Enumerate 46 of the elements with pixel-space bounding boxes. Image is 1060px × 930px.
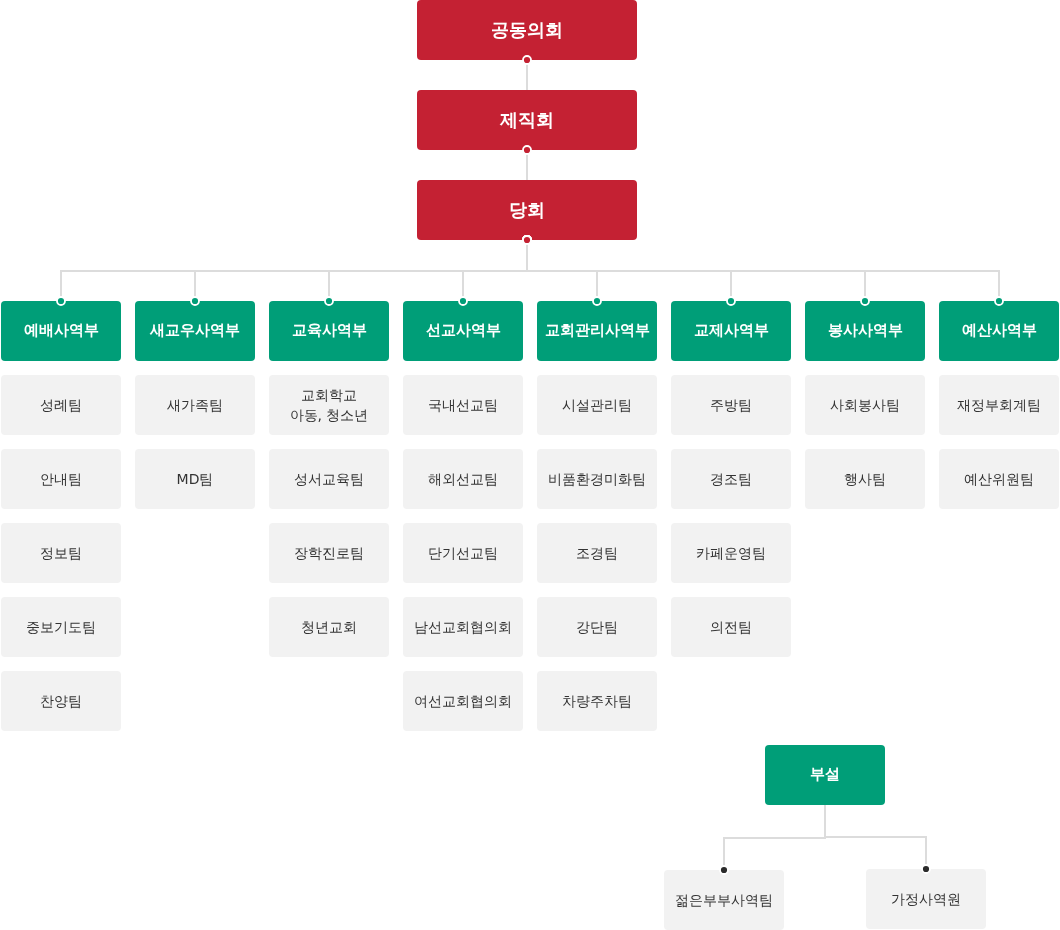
- team-box: 남선교회협의회: [403, 597, 523, 657]
- team-box: 단기선교팀: [403, 523, 523, 583]
- team-box: 차량주차팀: [537, 671, 657, 731]
- department-box: 교육사역부: [269, 301, 389, 361]
- team-box: 조경팀: [537, 523, 657, 583]
- team-box: 교회학교 아동, 청소년: [269, 375, 389, 435]
- department-box: 봉사사역부: [805, 301, 925, 361]
- team-box: 비품환경미화팀: [537, 449, 657, 509]
- team-box: 찬양팀: [1, 671, 121, 731]
- team-box: 강단팀: [537, 597, 657, 657]
- team-box: 중보기도팀: [1, 597, 121, 657]
- department-box: 예배사역부: [1, 301, 121, 361]
- team-box: 재정부회계팀: [939, 375, 1059, 435]
- team-box: 경조팀: [671, 449, 791, 509]
- team-box: 행사팀: [805, 449, 925, 509]
- team-box: 젊은부부사역팀: [664, 870, 784, 930]
- team-box: 장학진로팀: [269, 523, 389, 583]
- team-box: 성례팀: [1, 375, 121, 435]
- team-box: 정보팀: [1, 523, 121, 583]
- connector-line: [522, 235, 1004, 306]
- team-box: MD팀: [135, 449, 255, 509]
- team-box: 사회봉사팀: [805, 375, 925, 435]
- council-box: 당회: [417, 180, 637, 240]
- team-box: 안내팀: [1, 449, 121, 509]
- team-box: 새가족팀: [135, 375, 255, 435]
- team-box: 국내선교팀: [403, 375, 523, 435]
- department-box: 교제사역부: [671, 301, 791, 361]
- team-box: 청년교회: [269, 597, 389, 657]
- team-box: 주방팀: [671, 375, 791, 435]
- department-box: 교회관리사역부: [537, 301, 657, 361]
- council-box: 공동의회: [417, 0, 637, 60]
- department-box: 부설: [765, 745, 885, 805]
- connector-line: [522, 55, 532, 91]
- department-box: 새교우사역부: [135, 301, 255, 361]
- department-box: 선교사역부: [403, 301, 523, 361]
- team-box: 가정사역원: [866, 869, 986, 929]
- team-box: 의전팀: [671, 597, 791, 657]
- team-box: 해외선교팀: [403, 449, 523, 509]
- team-box: 여선교회협의회: [403, 671, 523, 731]
- team-box: 카페운영팀: [671, 523, 791, 583]
- team-box: 성서교육팀: [269, 449, 389, 509]
- team-box: 시설관리팀: [537, 375, 657, 435]
- department-box: 예산사역부: [939, 301, 1059, 361]
- council-box: 제직회: [417, 90, 637, 150]
- team-box: 예산위원팀: [939, 449, 1059, 509]
- connector-line: [522, 145, 532, 181]
